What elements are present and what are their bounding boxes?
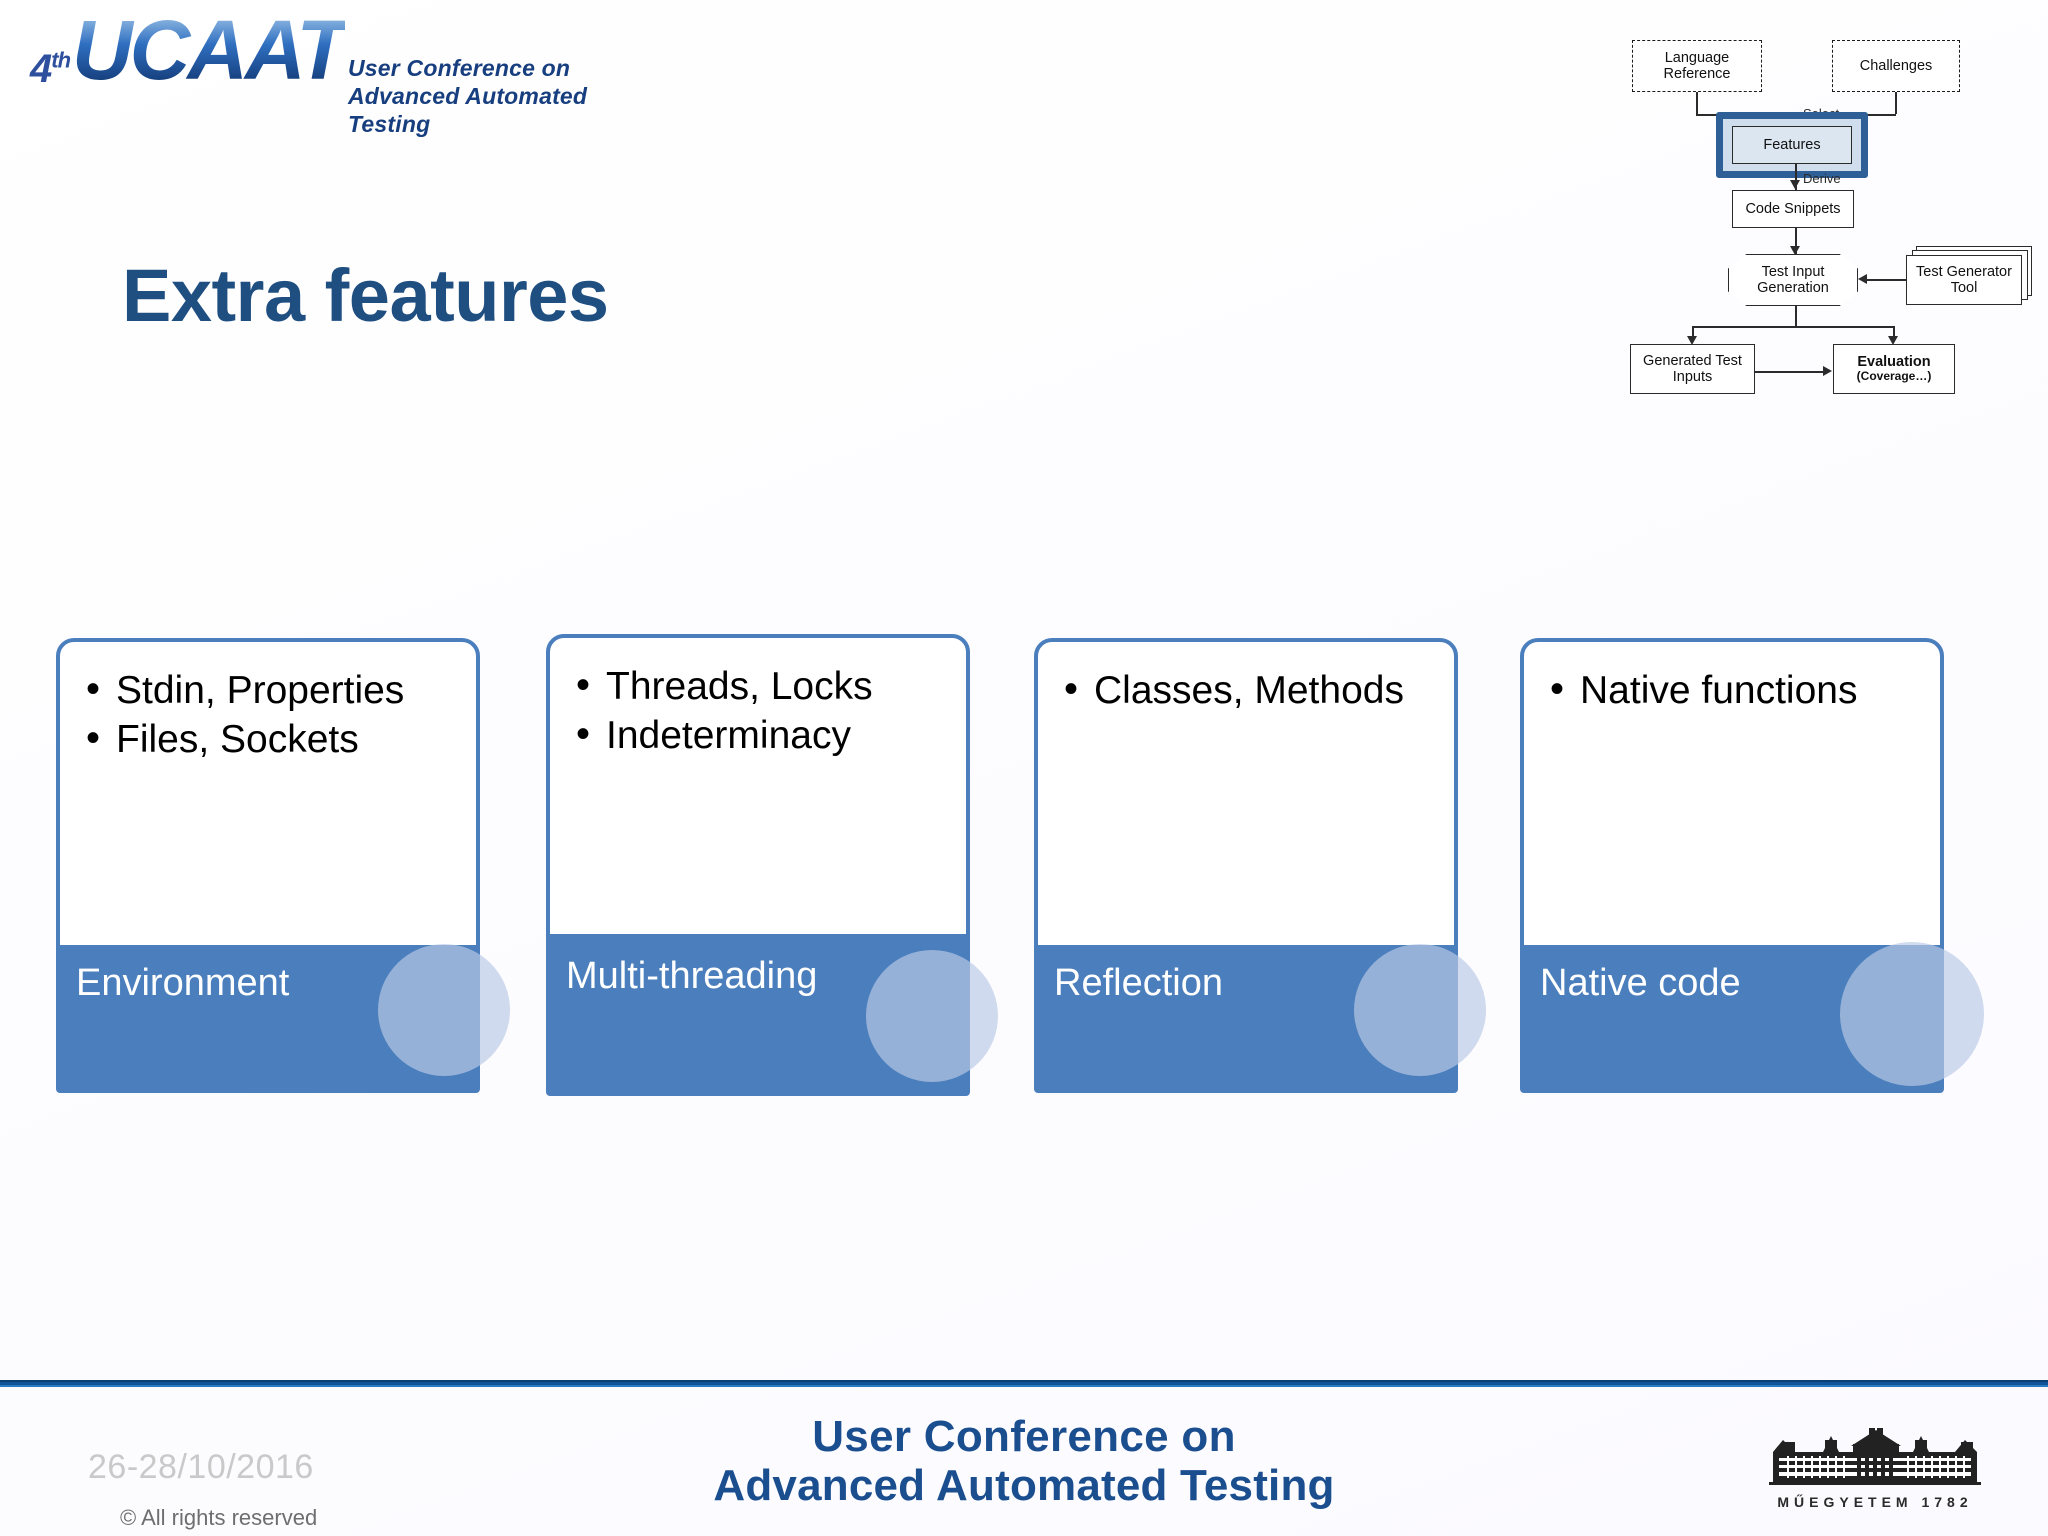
diagram-node-evaluation: Evaluation (Coverage…) — [1833, 344, 1955, 394]
diagram-node-challenges: Challenges — [1832, 40, 1960, 92]
diagram-arrowhead-evaluation — [1888, 336, 1898, 345]
diagram-node-generated-test-inputs: Generated Test Inputs — [1630, 344, 1755, 394]
diagram-node-test-generator-tool: Test Generator Tool — [1906, 255, 2022, 305]
diagram-arrowhead-gti-evaluation — [1823, 366, 1832, 376]
diagram-edge-derive — [1795, 164, 1797, 192]
footer-copyright: © All rights reserved — [120, 1505, 318, 1530]
diagram-node-generated-test-inputs-line1: Generated Test — [1643, 352, 1742, 369]
ucaat-logo-tagline: User Conference on Advanced Automated Te… — [348, 54, 610, 138]
diagram-edge-split-left — [1692, 326, 1694, 340]
diagram-node-evaluation-sublabel: (Coverage…) — [1856, 369, 1932, 384]
list-item: Files, Sockets — [82, 715, 454, 762]
list-item: Stdin, Properties — [82, 666, 454, 713]
feature-card-reflection-body: Classes, Methods — [1038, 642, 1454, 713]
footer-conference-line2: Advanced Automated Testing — [713, 1461, 1335, 1511]
diagram-edge-langref-down — [1696, 92, 1698, 114]
feature-card-environment-bullet-list: Stdin, Properties Files, Sockets — [82, 666, 454, 762]
approach-overview-diagram: Language Reference Challenges Select Fea… — [1620, 14, 2040, 424]
diagram-node-test-input-generation: Test Input Generation — [1728, 254, 1858, 306]
university-logo: MŰEGYETEM 1782 — [1765, 1428, 1985, 1524]
diagram-node-test-input-generation-line1: Test Input — [1761, 263, 1825, 280]
feature-card-native-code-body: Native functions — [1524, 642, 1940, 713]
ucaat-logo-tagline-line2: Advanced Automated Testing — [348, 83, 588, 138]
feature-card-native-code-bullet-list: Native functions — [1546, 666, 1918, 713]
diagram-edge-snippets-to-tig — [1795, 228, 1797, 254]
footer-date: 26-28/10/2016 — [88, 1448, 314, 1486]
diagram-edge-challenges-down — [1895, 92, 1897, 114]
diagram-node-code-snippets-label: Code Snippets — [1745, 200, 1841, 217]
ucaat-logo-ordinal-suffix: th — [51, 47, 71, 73]
footer-conference-name: User Conference on Advanced Automated Te… — [0, 1412, 2048, 1511]
diagram-node-challenges-label: Challenges — [1859, 57, 1933, 74]
diagram-node-language-reference-line1: Language — [1664, 49, 1730, 66]
footer-conference-line1: User Conference on — [812, 1412, 1236, 1461]
diagram-edge-tgt-to-tig — [1867, 279, 1907, 281]
diagram-node-code-snippets: Code Snippets — [1732, 190, 1854, 228]
feature-card-reflection-bullet-list: Classes, Methods — [1060, 666, 1432, 713]
diagram-node-test-generator-tool-line1: Test Generator — [1916, 263, 2012, 280]
feature-card-reflection[interactable]: Classes, Methods Reflection — [1034, 638, 1486, 1093]
ucaat-logo-mark: 4th UCAAT — [30, 3, 348, 97]
footer-divider — [0, 1380, 2048, 1387]
page-title: Extra features — [122, 254, 609, 337]
diagram-arrowhead-derive — [1790, 180, 1800, 189]
feature-card-multithreading-bullet-list: Threads, Locks Indeterminacy — [572, 662, 944, 758]
list-item: Threads, Locks — [572, 662, 944, 709]
ucaat-logo-acronym: UCAAT — [72, 3, 348, 97]
diagram-edge-split-right — [1893, 326, 1895, 340]
feature-card-native-code-footer[interactable]: Native code — [1520, 945, 1944, 1093]
university-logo-caption: MŰEGYETEM 1782 — [1777, 1494, 1973, 1510]
feature-card-environment-footer[interactable]: Environment — [56, 945, 480, 1093]
diagram-node-test-input-generation-line2: Generation — [1757, 280, 1829, 296]
list-item: Classes, Methods — [1060, 666, 1432, 713]
diagram-node-features-label: Features — [1763, 137, 1821, 153]
feature-card-environment[interactable]: Stdin, Properties Files, Sockets Environ… — [56, 638, 510, 1093]
ucaat-logo-ordinal: 4th — [30, 47, 71, 92]
diagram-arrowhead-generated-inputs — [1687, 336, 1697, 345]
diagram-edge-gti-to-evaluation — [1755, 371, 1825, 373]
diagram-node-features: Features — [1732, 126, 1852, 164]
diagram-edge-label-derive: Derive — [1803, 171, 1841, 186]
diagram-node-language-reference: Language Reference — [1632, 40, 1762, 92]
feature-card-native-code[interactable]: Native functions Native code — [1520, 638, 1984, 1093]
diagram-arrowhead-tgt — [1858, 274, 1867, 284]
feature-card-multithreading-footer[interactable]: Multi-threading — [546, 934, 970, 1096]
list-item: Native functions — [1546, 666, 1918, 713]
feature-card-reflection-footer[interactable]: Reflection — [1034, 945, 1458, 1093]
diagram-node-generated-test-inputs-line2: Inputs — [1672, 369, 1713, 385]
diagram-node-language-reference-line2: Reference — [1663, 66, 1731, 82]
ucaat-logo: 4th UCAAT User Conference on Advanced Au… — [30, 3, 610, 137]
feature-card-multithreading[interactable]: Threads, Locks Indeterminacy Multi-threa… — [546, 634, 998, 1096]
diagram-node-test-generator-tool-line2: Tool — [1950, 280, 1978, 296]
ucaat-logo-tagline-line1: User Conference on — [348, 55, 571, 81]
diagram-edge-tig-down — [1795, 306, 1797, 326]
diagram-edge-split-horizontal — [1692, 326, 1894, 328]
diagram-arrowhead-tig — [1790, 246, 1800, 255]
diagram-node-evaluation-label: Evaluation — [1857, 354, 1931, 371]
feature-card-environment-body: Stdin, Properties Files, Sockets — [60, 642, 476, 762]
list-item: Indeterminacy — [572, 711, 944, 758]
feature-card-multithreading-body: Threads, Locks Indeterminacy — [550, 638, 966, 758]
university-building-icon — [1769, 1428, 1981, 1485]
